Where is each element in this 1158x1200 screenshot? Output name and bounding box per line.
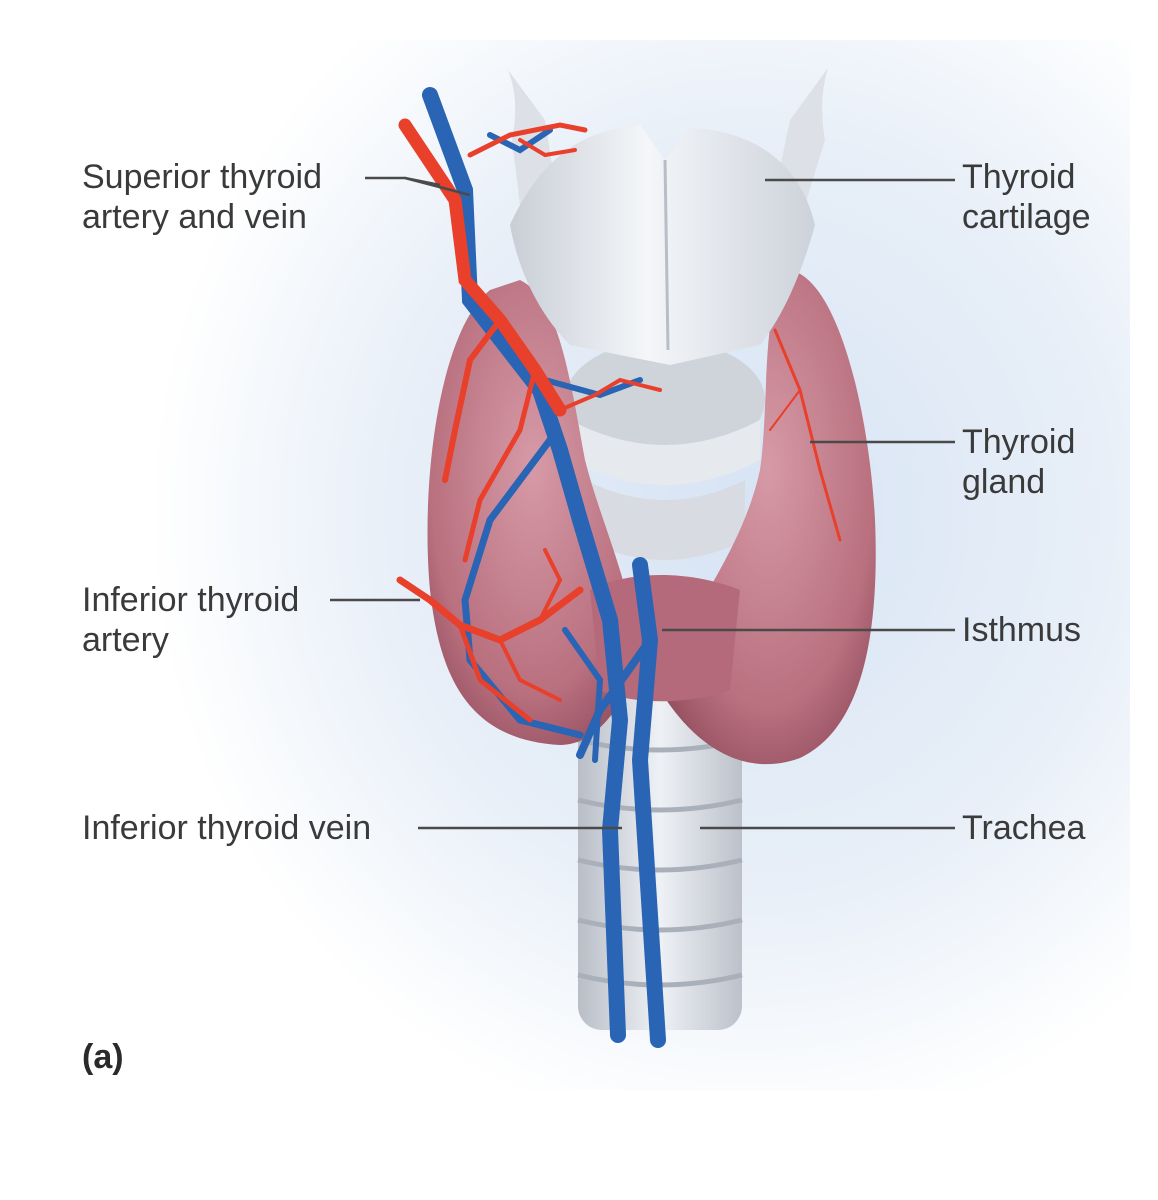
- label-trachea: Trachea: [962, 809, 1086, 847]
- label-thyroid-cartilage: Thyroid cartilage: [962, 157, 1091, 237]
- label-line: Inferior thyroid: [82, 581, 300, 619]
- label-inferior-thyroid-artery: Inferior thyroid artery: [82, 580, 299, 660]
- label-inferior-thyroid-vein: Inferior thyroid vein: [82, 809, 372, 847]
- thyroid-gland-shape: [427, 270, 876, 765]
- leader-superior-thyroid: [365, 176, 471, 197]
- label-line: artery: [82, 621, 169, 659]
- leader-lines: [330, 176, 955, 830]
- panel-letter: (a): [82, 1038, 124, 1076]
- label-line: artery and vein: [82, 198, 307, 236]
- label-isthmus: Isthmus: [962, 611, 1082, 649]
- cricoid-cartilage-shape: [565, 340, 765, 560]
- label-line: Thyroid: [962, 423, 1076, 461]
- label-line: cartilage: [962, 198, 1091, 236]
- arteries: [396, 118, 842, 723]
- label-line: gland: [962, 463, 1046, 501]
- label-superior-thyroid-artery-and-vein: Superior thyroid artery and vein: [82, 157, 322, 237]
- label-line: Thyroid: [962, 158, 1076, 196]
- label-thyroid-gland: Thyroid gland: [962, 422, 1075, 502]
- thyroid-cartilage-shape: [508, 68, 828, 365]
- label-line: Superior thyroid: [82, 158, 323, 196]
